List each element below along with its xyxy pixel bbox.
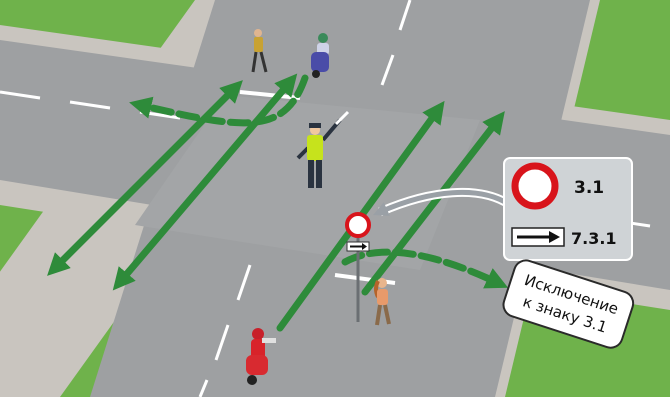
pedestrian-woman-icon: [374, 278, 391, 326]
sign-post: [345, 212, 371, 322]
traffic-officer-icon: [296, 110, 350, 188]
arrow-right-turn: [341, 248, 509, 289]
no-entry-sign-icon: [511, 162, 559, 210]
arrow-left-turn: [129, 74, 309, 127]
scooter-top-icon: [311, 33, 329, 78]
sign-code-plate: 7.3.1: [571, 229, 617, 248]
scooter-bottom-icon: [246, 328, 276, 385]
no-entry-sign-small-icon: [345, 212, 371, 238]
sign-panel: 3.1 7.3.1: [503, 157, 633, 261]
arrow-straight-right-lane: [361, 111, 505, 296]
arrow-straight-center-lane: [112, 73, 298, 291]
pedestrian-top-icon: [251, 29, 268, 73]
green-arrows: [47, 73, 509, 332]
sign-code-main: 3.1: [574, 178, 604, 198]
